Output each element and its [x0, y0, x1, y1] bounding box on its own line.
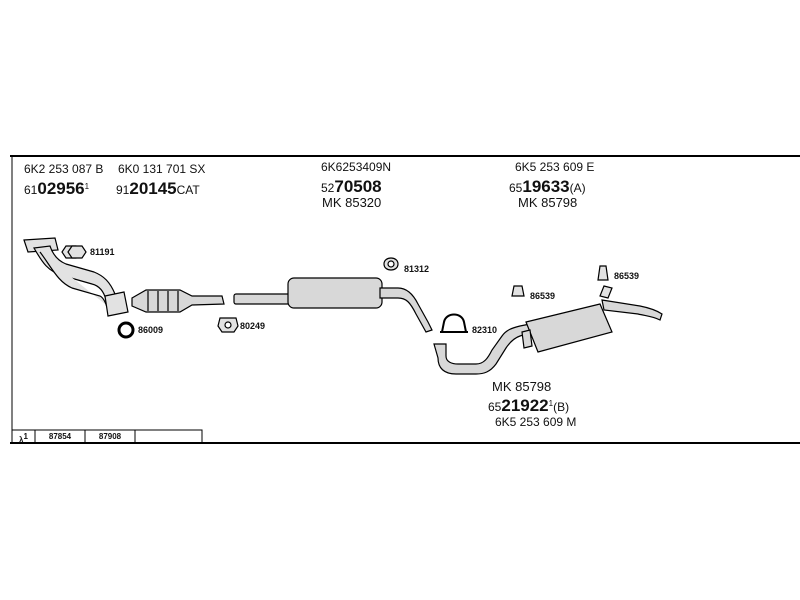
part-suffix: 1 — [548, 399, 554, 408]
part-prefix: 65 — [488, 400, 502, 414]
part-tail: CAT — [176, 183, 200, 197]
catalytic-converter-drawing — [131, 289, 225, 313]
part-label: 86009 — [138, 325, 164, 335]
front-pipe-drawing — [23, 237, 129, 317]
part-label: 81312 — [404, 264, 430, 274]
hanger-81312-icon — [383, 257, 399, 271]
part-prefix: 91 — [116, 183, 130, 197]
part-number: 65219221(B) — [488, 397, 569, 414]
mk-number: MK 85798 — [518, 195, 578, 210]
part-tail: (B) — [553, 400, 570, 414]
reference-cell: 87908 — [98, 432, 122, 441]
reference-cell: 87854 — [48, 432, 72, 441]
oem-number: 6K2 253 087 B — [24, 162, 104, 176]
part-prefix: 65 — [509, 181, 523, 195]
part-number: 5270508 — [321, 178, 382, 195]
part-main: 70508 — [334, 177, 382, 196]
lambda-char: λ — [19, 435, 24, 445]
part-main: 21922 — [501, 396, 549, 415]
mk-number: MK 85798 — [492, 379, 552, 394]
part-main: 19633 — [522, 177, 570, 196]
mk-number: MK 85320 — [322, 195, 382, 210]
part-number: 61029561 — [24, 180, 89, 197]
part-label: 80249 — [240, 321, 266, 331]
part-number: 6519633(A) — [509, 178, 586, 195]
clamp-82310-icon — [440, 313, 468, 333]
part-prefix: 61 — [24, 183, 38, 197]
rear-muffler-drawing — [433, 299, 663, 375]
part-suffix: 1 — [84, 182, 90, 191]
part-number: 9120145CAT — [116, 180, 200, 197]
part-tail: (A) — [569, 181, 586, 195]
reference-table-grid — [11, 429, 203, 444]
part-prefix: 52 — [321, 181, 335, 195]
part-label: 86539 — [530, 291, 556, 301]
part-label: 81191 — [90, 247, 115, 257]
gasket-ring-icon — [117, 321, 135, 339]
part-label: 86539 — [614, 271, 640, 281]
oem-number: 6K0 131 701 SX — [118, 162, 206, 176]
oem-number: 6K5 253 609 E — [515, 160, 595, 174]
oem-number: 6K6253409N — [321, 160, 392, 174]
center-muffler-drawing — [233, 277, 433, 333]
clamp-81191-icon — [61, 245, 87, 259]
part-label: 82310 — [472, 325, 498, 335]
oem-number: 6K5 253 609 M — [495, 415, 577, 429]
hanger-86539-icon — [511, 265, 613, 299]
clamp-80249-icon — [217, 317, 239, 333]
lambda-sup: 1 — [23, 432, 28, 441]
part-main: 20145 — [129, 179, 177, 198]
lambda-symbol: λ1 — [12, 431, 35, 445]
part-main: 02956 — [37, 179, 85, 198]
